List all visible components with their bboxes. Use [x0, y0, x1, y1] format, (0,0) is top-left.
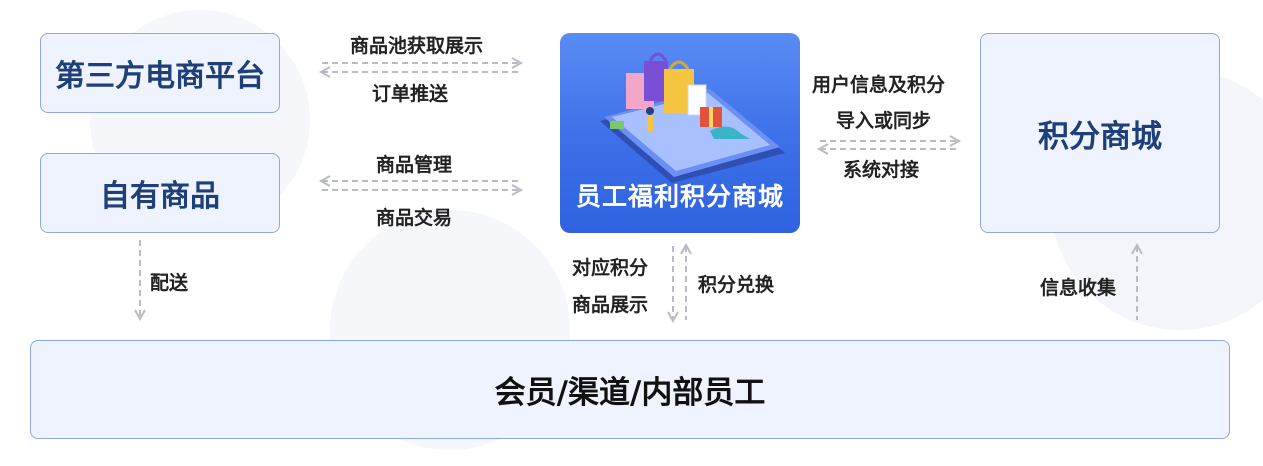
arrowhead-goods-trade: [511, 184, 524, 196]
arrowhead-system-dock: [816, 143, 829, 155]
arrowhead-user-info: [949, 135, 962, 147]
third-party-platform-node: 第三方电商平台: [40, 33, 280, 113]
arrowhead-goods-manage: [318, 175, 331, 187]
arrowhead-points-redeem: [680, 242, 692, 255]
edge-label-pool-display: 商品池获取展示: [350, 35, 484, 57]
edge-label-order-push: 订单推送: [372, 83, 449, 105]
edge-label-user-info: 用户信息及积分: [812, 74, 946, 96]
members-channel-node: 会员/渠道/内部员工: [30, 340, 1230, 439]
edge-label-delivery: 配送: [150, 272, 189, 294]
edge-label-info-collect: 信息收集: [1040, 277, 1117, 299]
edge-label-points-goods-1: 对应积分: [572, 257, 649, 279]
arrowhead-pool: [511, 57, 524, 69]
arrowhead-order: [318, 66, 331, 78]
arrowhead-points-goods: [667, 311, 679, 324]
edge-label-system-dock: 系统对接: [843, 159, 920, 181]
edge-label-goods-trade: 商品交易: [376, 207, 453, 229]
points-mall-label: 积分商城: [1038, 118, 1162, 155]
arrowhead-delivery: [134, 309, 146, 322]
arrowhead-info-collect: [1131, 242, 1143, 255]
edge-label-points-goods-2: 商品展示: [572, 294, 649, 316]
members-channel-label: 会员/渠道/内部员工: [494, 375, 766, 411]
shopping-phone-illustration: [600, 52, 785, 183]
edge-label-goods-manage: 商品管理: [376, 154, 453, 176]
employee-points-mall-node: 员工福利积分商城: [560, 33, 800, 233]
own-goods-label: 自有商品: [100, 179, 220, 214]
edge-label-points-redeem: 积分兑换: [698, 274, 775, 296]
points-mall-node: 积分商城: [980, 33, 1220, 233]
own-goods-node: 自有商品: [40, 153, 280, 233]
employee-points-mall-label: 员工福利积分商城: [575, 182, 784, 211]
third-party-platform-label: 第三方电商平台: [55, 59, 265, 94]
edge-label-import-sync: 导入或同步: [836, 110, 932, 132]
